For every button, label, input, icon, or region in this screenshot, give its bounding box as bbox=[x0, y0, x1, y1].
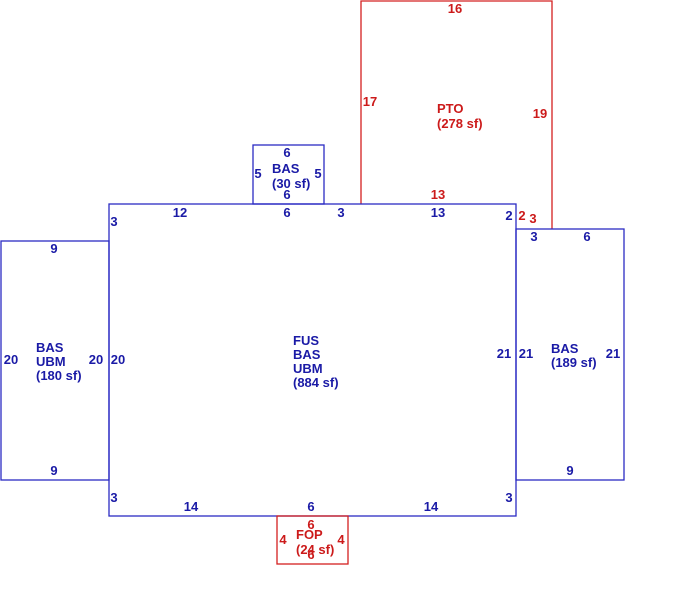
dim-bl-bottom: 9 bbox=[50, 463, 57, 478]
area-label-pto: PTO (278 sf) bbox=[437, 101, 483, 131]
dim-br-right: 21 bbox=[606, 346, 620, 361]
pto-outline bbox=[360, 0, 553, 229]
dim-br-top-3: 3 bbox=[530, 229, 537, 244]
dim-fop-right: 4 bbox=[337, 532, 345, 547]
dim-fop-left: 4 bbox=[279, 532, 287, 547]
area-label-main: FUS BAS UBM (884 sf) bbox=[293, 333, 339, 390]
dim-pto-top: 16 bbox=[448, 1, 462, 16]
dim-bs-top: 6 bbox=[283, 145, 290, 160]
dim-bs-right: 5 bbox=[314, 166, 321, 181]
dim-bl-right: 20 bbox=[89, 352, 103, 367]
dim-main-left-bottom: 3 bbox=[110, 490, 117, 505]
dim-br-top: 6 bbox=[583, 229, 590, 244]
dim-main-top-mid: 6 bbox=[283, 205, 290, 220]
dim-main-right: 21 bbox=[497, 346, 511, 361]
dim-bl-top: 9 bbox=[50, 241, 57, 256]
bas-right-outline bbox=[515, 228, 625, 481]
dim-main-top-3: 3 bbox=[337, 205, 344, 220]
dim-pto-left: 17 bbox=[363, 94, 377, 109]
dim-main-left-top: 3 bbox=[110, 214, 117, 229]
dim-bl-left: 20 bbox=[4, 352, 18, 367]
dim-pto-bottom: 13 bbox=[431, 187, 445, 202]
dim-br-left: 21 bbox=[519, 346, 533, 361]
fop-outline bbox=[276, 515, 349, 565]
area-label-bas-left: BAS UBM (180 sf) bbox=[36, 340, 82, 383]
dim-bs-bottom: 6 bbox=[283, 187, 290, 202]
dim-fop-bottom: 6 bbox=[307, 547, 314, 562]
area-label-bas-right: BAS (189 sf) bbox=[551, 341, 597, 370]
dim-main-bottom-mid: 6 bbox=[307, 499, 314, 514]
dim-fop-top: 6 bbox=[307, 517, 314, 532]
bas-left-outline bbox=[0, 240, 110, 481]
dim-pto-right: 19 bbox=[533, 106, 547, 121]
area-label-fop: FOP (24 sf) bbox=[296, 527, 334, 557]
dim-main-top-left: 12 bbox=[173, 205, 187, 220]
dim-main-top-2: 2 bbox=[505, 208, 512, 223]
dim-main-bottom-left: 14 bbox=[184, 499, 199, 514]
dim-br-bottom: 9 bbox=[566, 463, 573, 478]
dim-main-bottom-right: 14 bbox=[424, 499, 439, 514]
dim-main-left: 20 bbox=[111, 352, 125, 367]
dim-pto-r3: 3 bbox=[529, 211, 536, 226]
dim-main-right-bottom: 3 bbox=[505, 490, 512, 505]
dim-bs-left: 5 bbox=[254, 166, 261, 181]
dim-main-top-right: 13 bbox=[431, 205, 445, 220]
area-label-bas-small: BAS (30 sf) bbox=[272, 161, 310, 191]
dim-pto-r2: 2 bbox=[518, 208, 525, 223]
